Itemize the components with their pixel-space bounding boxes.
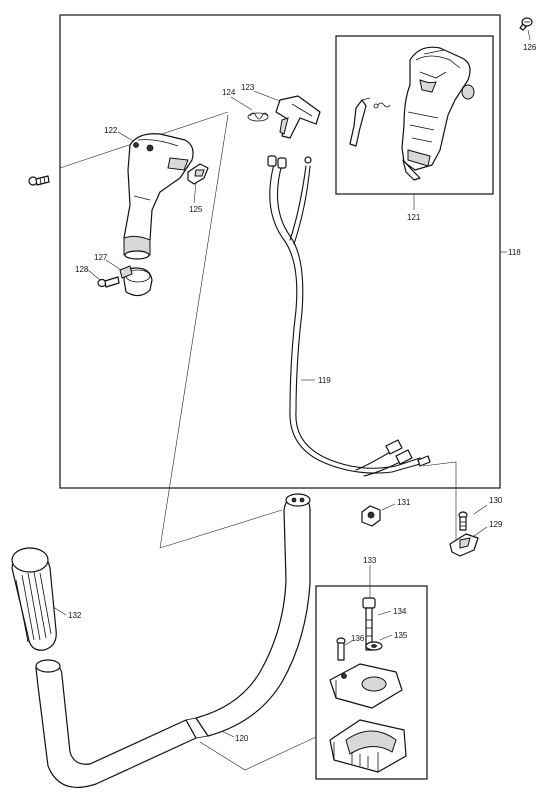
label-131: 131 [397, 498, 411, 507]
label-136: 136 [351, 634, 365, 643]
callout-labels: 118 119 120 121 122 123 124 125 126 127 … [68, 43, 537, 743]
label-118: 118 [508, 248, 521, 257]
screw-left-122 [28, 175, 50, 186]
clip-125 [187, 163, 209, 185]
label-132: 132 [68, 611, 82, 620]
grip-132 [11, 547, 57, 651]
throttle-handle-assembly-121 [349, 46, 475, 181]
label-119: 119 [318, 376, 331, 385]
leader-lines [49, 29, 531, 771]
label-134: 134 [393, 607, 407, 616]
label-124: 124 [222, 88, 236, 97]
screw-126 [519, 17, 533, 31]
screw-130 [458, 511, 468, 531]
handle-bar-120 [35, 493, 311, 788]
throttle-trigger-123 [275, 95, 321, 139]
label-126: 126 [523, 43, 537, 52]
screw-136 [336, 637, 346, 661]
screw-128 [97, 276, 120, 288]
clip-129 [449, 533, 479, 557]
nut-131 [361, 505, 381, 527]
handle-housing-122 [123, 133, 194, 260]
washer-135 [365, 641, 383, 651]
bracket-lower [329, 719, 407, 773]
label-133: 133 [363, 556, 377, 565]
assembly-121-inset-frame [335, 35, 494, 195]
label-127: 127 [94, 253, 108, 262]
label-121: 121 [407, 213, 421, 222]
label-120: 120 [235, 734, 249, 743]
label-123: 123 [241, 83, 255, 92]
label-129: 129 [489, 520, 503, 529]
assembly-133-frame [315, 585, 428, 780]
assembly-118-frame [59, 14, 501, 489]
label-135: 135 [394, 631, 408, 640]
label-128: 128 [75, 265, 89, 274]
spring-124 [247, 112, 269, 122]
label-125: 125 [189, 205, 203, 214]
label-122: 122 [104, 126, 118, 135]
cable-harness-119 [267, 155, 431, 477]
bracket-upper [329, 663, 403, 709]
clamp-127 [119, 265, 153, 297]
label-130: 130 [489, 496, 503, 505]
bolt-134 [362, 597, 376, 651]
